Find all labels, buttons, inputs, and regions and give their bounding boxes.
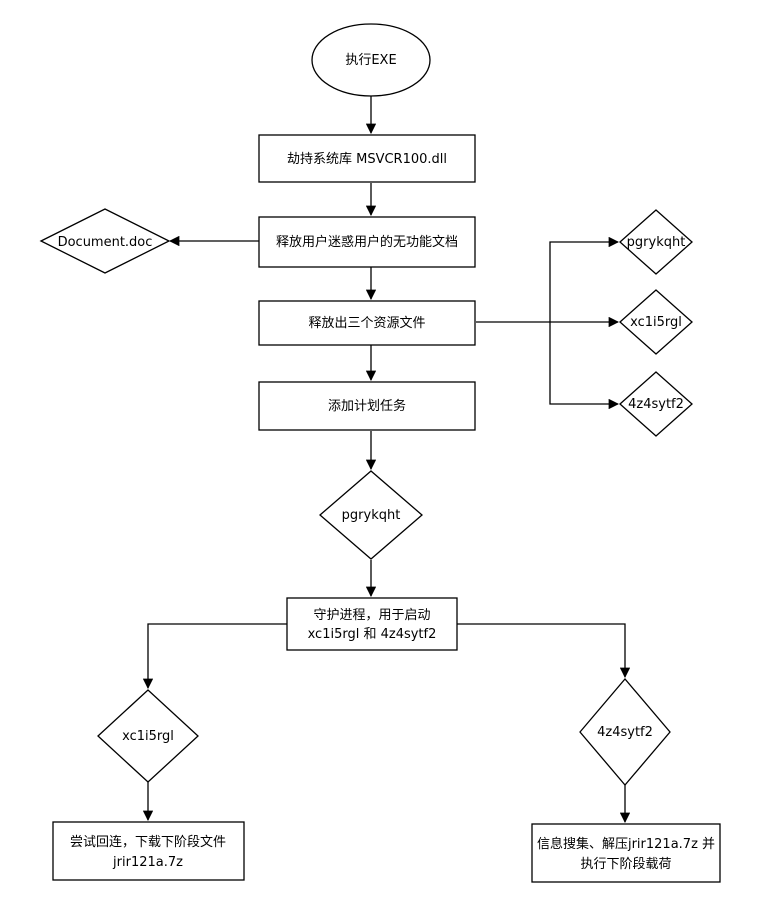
- info-label-line2: 执行下阶段载荷: [580, 857, 671, 872]
- edge-guard-to-xc1i5rgl: [142, 623, 287, 690]
- release-three-label: 释放出三个资源文件: [308, 316, 425, 331]
- guard-label-line1: 守护进程，用于启动: [313, 608, 430, 623]
- hijack-label: 劫持系统库 MSVCR100.dll: [287, 151, 447, 167]
- resource-pgrykqht-label: pgrykqht: [627, 235, 686, 250]
- document-label: Document.doc: [58, 235, 153, 250]
- start-label: 执行EXE: [345, 53, 396, 68]
- pgrykqht-node: pgrykqht: [319, 470, 423, 560]
- add-task-label: 添加计划任务: [328, 398, 406, 414]
- info-collect-process: 信息搜集、解压jrir121a.7z 并 执行下阶段载荷: [531, 823, 721, 883]
- release-doc-label: 释放用户迷惑用户的无功能文档: [276, 234, 458, 250]
- guard-process: 守护进程，用于启动 xc1i5rgl 和 4z4sytf2: [286, 597, 458, 651]
- info-label-line1: 信息搜集、解压jrir121a.7z 并: [537, 836, 715, 852]
- xc1i5rgl-node: xc1i5rgl: [97, 689, 199, 783]
- connect-back-process: 尝试回连，下载下阶段文件 jrir121a.7z: [52, 821, 245, 881]
- release-three-process: 释放出三个资源文件: [258, 300, 476, 346]
- 4z4sytf2-node: 4z4sytf2: [579, 677, 671, 787]
- edge-branch-to-4z4sytf2: [549, 322, 620, 410]
- resource-pgrykqht-node: pgrykqht: [619, 209, 693, 275]
- guard-label-line2: xc1i5rgl 和 4z4sytf2: [308, 627, 437, 642]
- connectors: [142, 95, 631, 824]
- connect-label-line2: jrir121a.7z: [112, 855, 183, 870]
- resource-4z4sytf2-node: 4z4sytf2: [619, 371, 693, 437]
- resource-xc1i5rgl-label: xc1i5rgl: [630, 315, 682, 330]
- connect-label-line1: 尝试回连，下载下阶段文件: [70, 834, 226, 850]
- 4z4sytf2-label: 4z4sytf2: [597, 725, 653, 740]
- xc1i5rgl-label: xc1i5rgl: [122, 729, 174, 744]
- start-node: 执行EXE: [311, 23, 431, 97]
- resource-xc1i5rgl-node: xc1i5rgl: [619, 289, 693, 355]
- pgrykqht-label: pgrykqht: [342, 508, 401, 523]
- edge-guard-to-4z4sytf2: [457, 623, 631, 679]
- hijack-process: 劫持系统库 MSVCR100.dll: [258, 134, 476, 183]
- resource-4z4sytf2-label: 4z4sytf2: [628, 397, 684, 412]
- document-node: Document.doc: [39, 208, 171, 274]
- release-doc-process: 释放用户迷惑用户的无功能文档: [258, 216, 476, 268]
- add-task-process: 添加计划任务: [258, 381, 476, 431]
- edge-branch-to-pgrykqht: [549, 236, 620, 322]
